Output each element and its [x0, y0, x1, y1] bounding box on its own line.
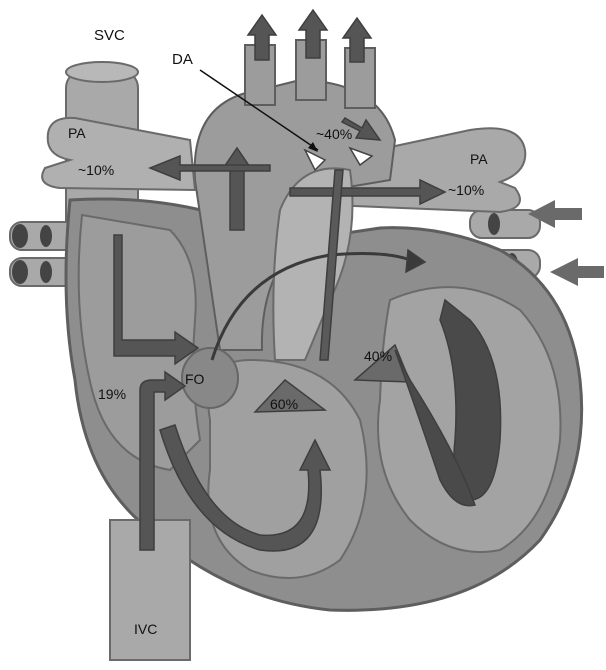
label-ivc: IVC [134, 622, 157, 636]
label-ra-pct: 19% [98, 387, 126, 401]
label-pa-right: PA [470, 152, 488, 166]
label-pa-left-pct: ~10% [78, 163, 114, 177]
label-lv-pct: 40% [364, 349, 392, 363]
label-da-pct: ~40% [316, 127, 352, 141]
label-fo: FO [185, 372, 204, 386]
label-svc: SVC [94, 28, 125, 43]
label-da: DA [172, 52, 193, 67]
label-pa-left: PA [68, 126, 86, 140]
pulmonary-venous-arrows [528, 200, 604, 286]
label-rv-pct: 60% [270, 397, 298, 411]
left-pulmonary-artery [42, 118, 195, 190]
label-pa-right-pct: ~10% [448, 183, 484, 197]
arrow-pv-lower [550, 258, 604, 286]
